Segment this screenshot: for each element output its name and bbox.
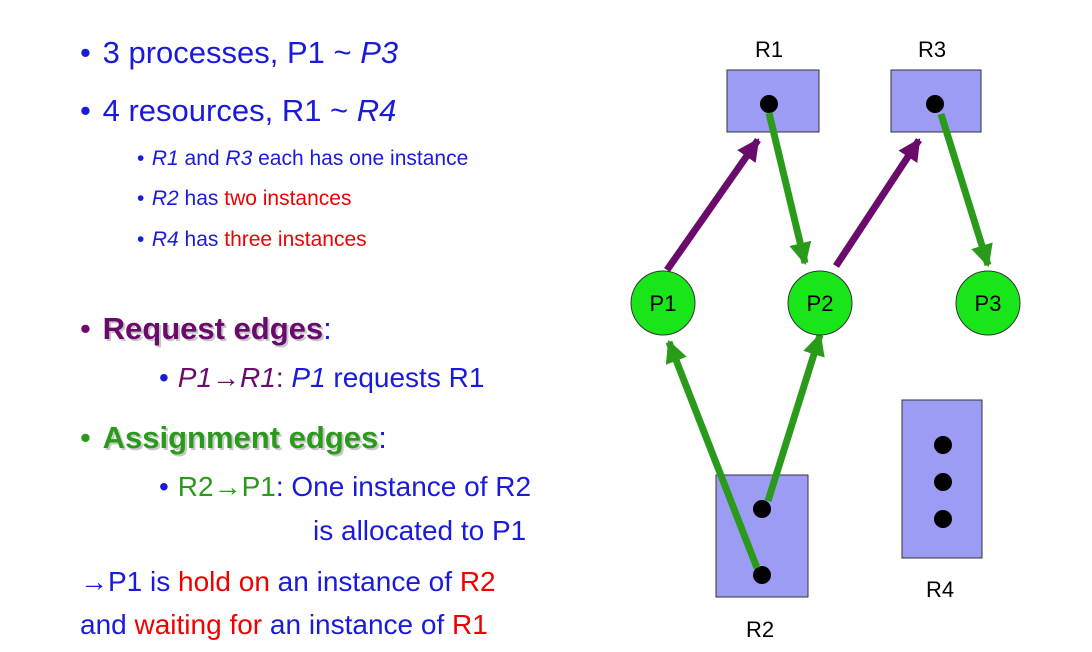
r4-instance-dot: [934, 510, 952, 528]
assignment-edge-r1-p2: [765, 112, 812, 266]
process-p1-node: [630, 270, 696, 336]
assignment-edge-example-cont: is allocated to P1: [313, 515, 527, 546]
process-p1-label: P1: [650, 291, 677, 316]
process-p3-node: [955, 270, 1021, 336]
assignment-edge-example: • R2→P1: One instance of R2: [159, 471, 532, 502]
r4-instance-dot: [934, 473, 952, 491]
sub-bullet-r1-r3: • R1 and R3 each has one instance: [137, 147, 469, 170]
resource-r2-label: R2: [746, 617, 774, 642]
assignment-edge-r2-p2: [764, 332, 825, 503]
process-p2-node: [787, 270, 853, 336]
assignment-edges-heading: • Assignment edges:: [80, 420, 387, 455]
request-edges-heading: • Request edges:: [80, 311, 332, 346]
conclusion-line-2: and waiting for an instance of R1: [80, 609, 488, 640]
resource-r3-label: R3: [918, 37, 946, 62]
r2-instance-dot: [753, 500, 771, 518]
r3-instance-dot: [926, 95, 944, 113]
sub-bullet-r4: • R4 has three instances: [137, 228, 367, 251]
resource-r1-label: R1: [755, 37, 783, 62]
request-edge-p2-r3: [833, 138, 922, 268]
assignment-edge-r3-p3: [937, 112, 993, 268]
conclusion-line-1: →P1 is hold on an instance of R2: [80, 566, 496, 597]
bullet-processes: • 3 processes, P1 ~ P3: [80, 35, 399, 70]
sub-bullet-r2: • R2 has two instances: [137, 187, 352, 210]
r2-instance-dot: [753, 566, 771, 584]
process-p2-label: P2: [807, 291, 834, 316]
resource-r4-label: R4: [926, 577, 954, 602]
assignment-edge-r2-p1: [665, 339, 761, 570]
bullet-resources: • 4 resources, R1 ~ R4: [80, 93, 397, 128]
r4-instance-dot: [934, 436, 952, 454]
request-edge-p1-r1: [664, 137, 761, 273]
process-p3-label: P3: [975, 291, 1002, 316]
r1-instance-dot: [760, 95, 778, 113]
request-edge-example: • P1→R1: P1 requests R1: [159, 362, 485, 393]
